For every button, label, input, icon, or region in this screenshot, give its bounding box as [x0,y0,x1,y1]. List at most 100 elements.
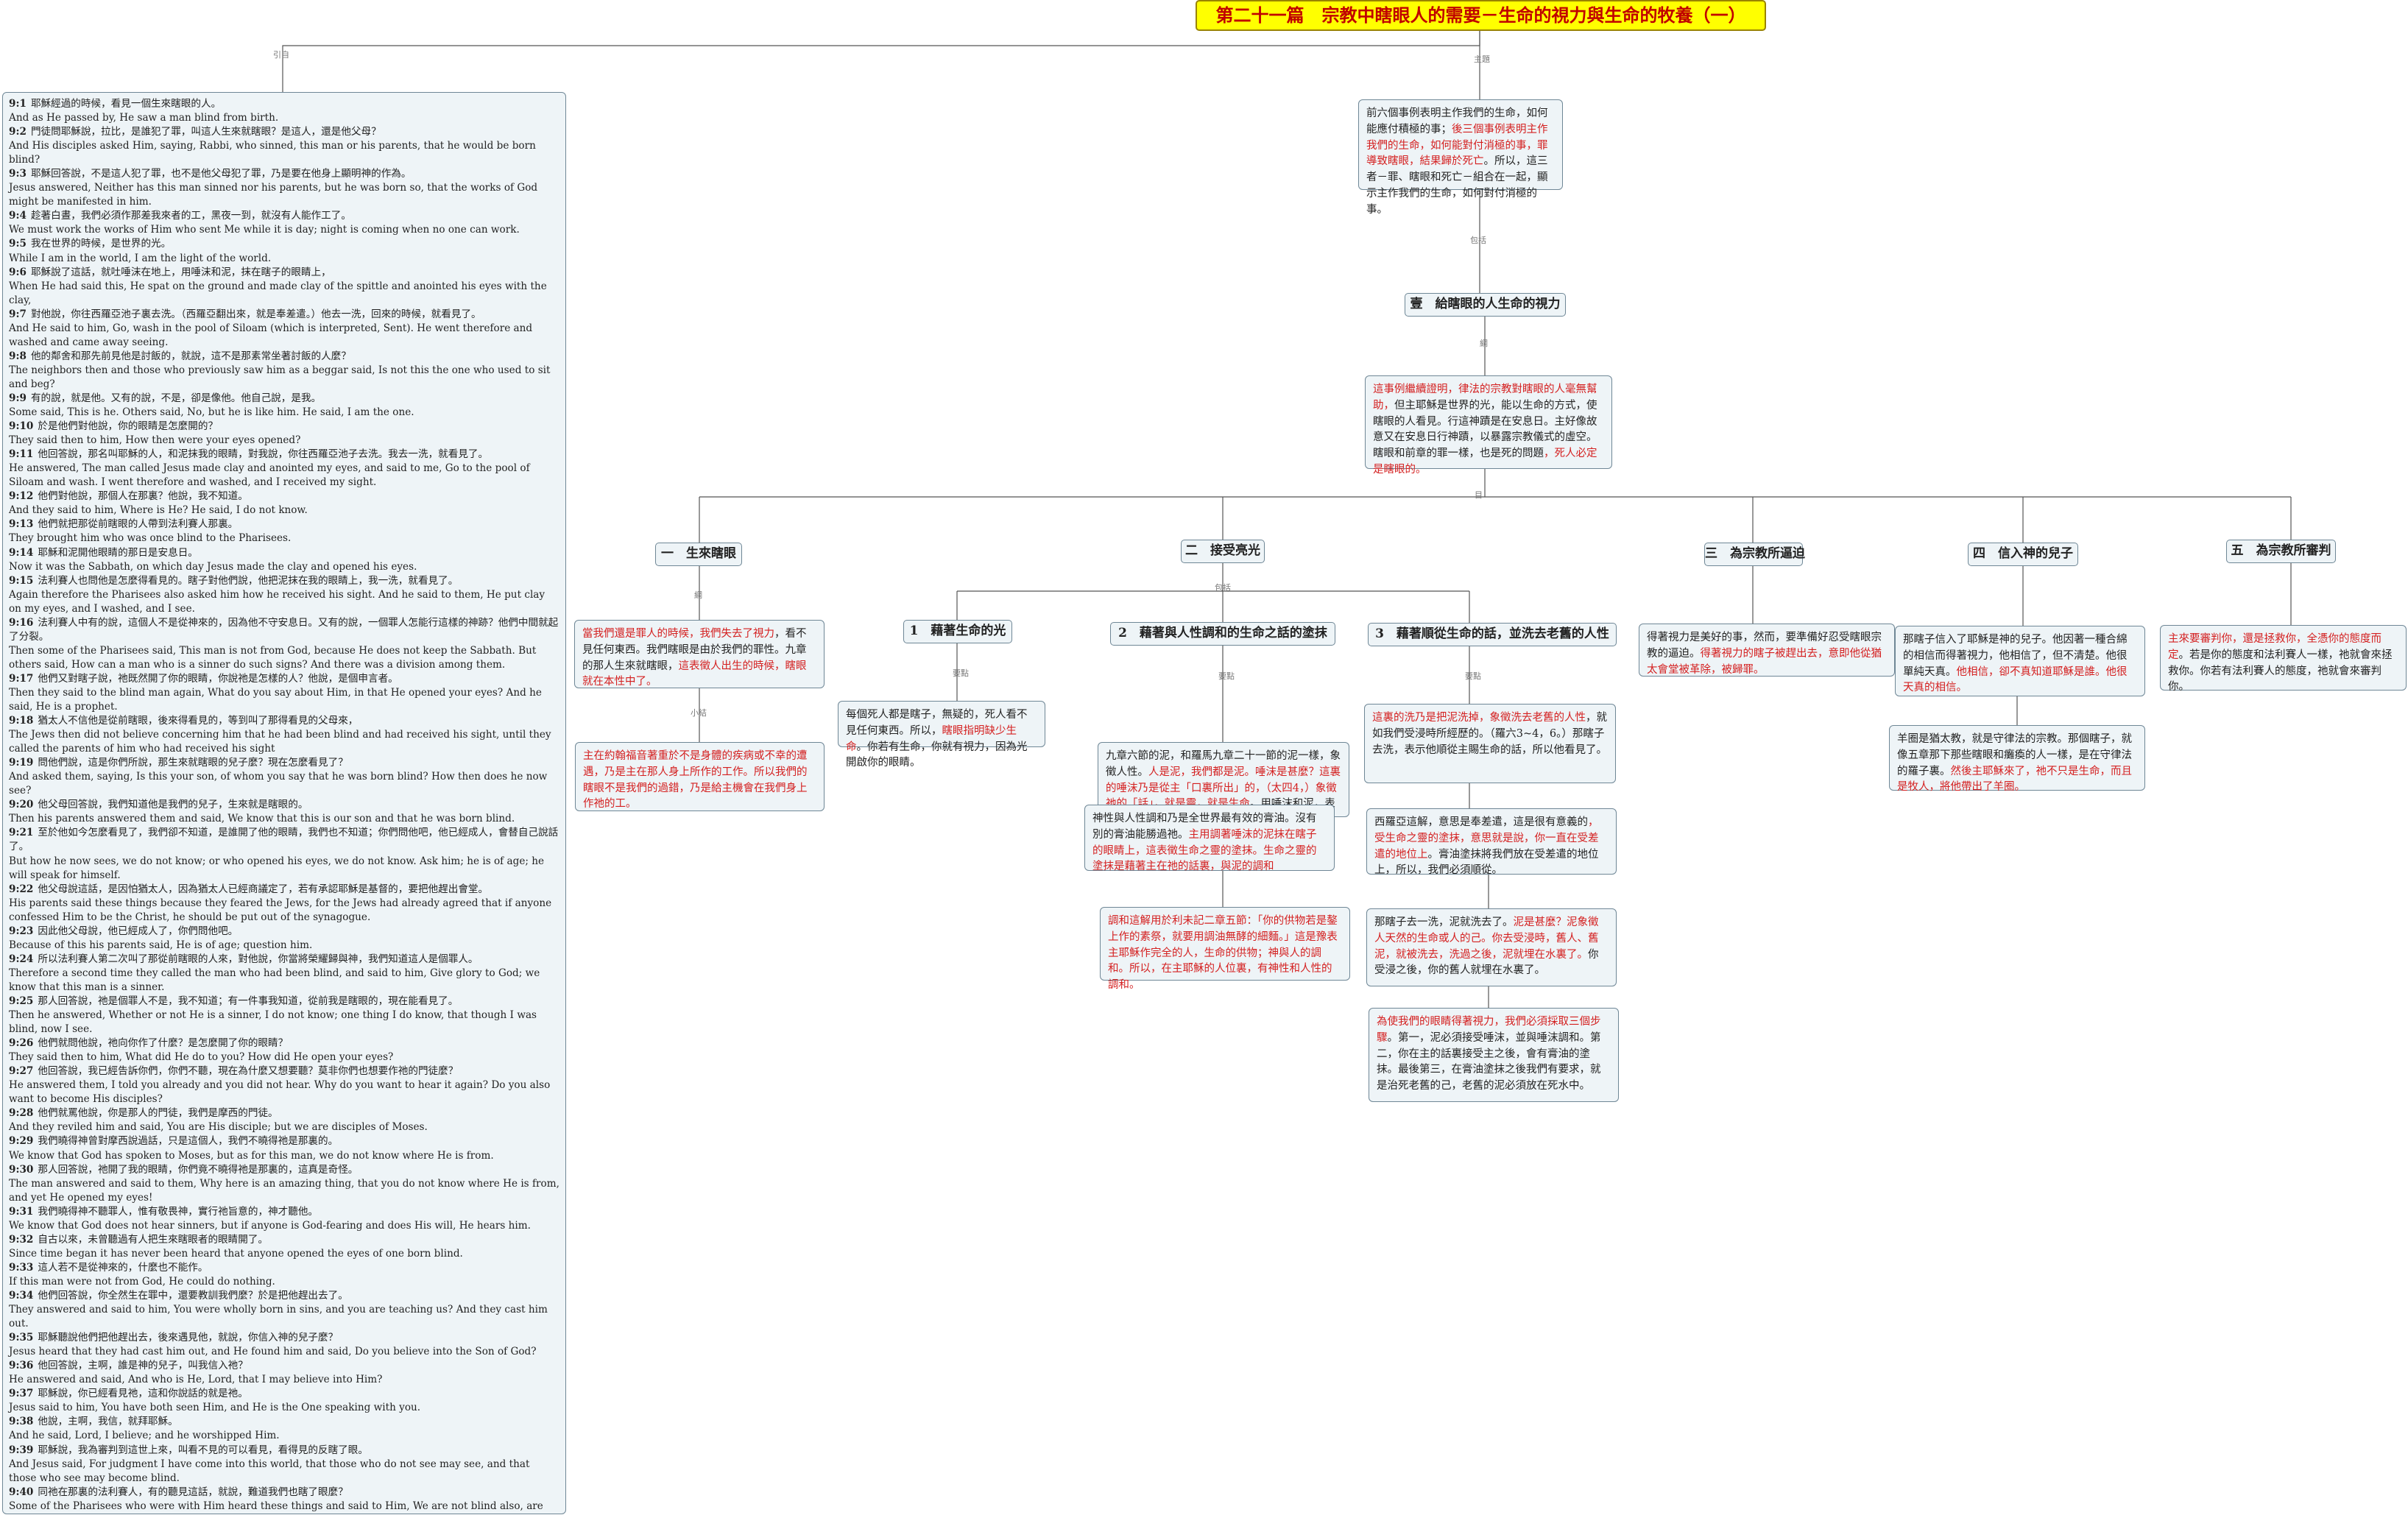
page-title[interactable]: 第二十一篇 宗教中瞎眼人的需要－生命的視力與生命的牧養（一） [1196,0,1766,31]
anointing-note-ointment[interactable]: 神性與人性調和乃是全世界最有效的膏油。沒有別的膏油能勝過祂。主用調著唾沫的泥抹在… [1084,805,1335,872]
verse-chinese: 9:37 耶穌說，你已經看見祂，這和你說話的就是祂。 [9,1387,559,1401]
born-blind-note[interactable]: 當我們還是罪人的時候，我們失去了視力，看不見任何東西。我們瞎眼是由於我們的罪性。… [574,620,825,688]
verse-english: Jesus answered, Neither has this man sin… [9,182,538,208]
note-text: 。第一，泥必須接受唾沫，並與唾沫調和。第二，你在主的話裏接受主之後，會有膏油的塗… [1377,1031,1601,1092]
verse-number: 9:36 [9,1360,34,1372]
verse-chinese-text: 耶穌說，你已經看見祂，這和你說話的就是祂。 [38,1388,248,1400]
note-highlight: 當我們還是罪人的時候，我們失去了視力 [582,628,774,640]
verse-number: 9:37 [9,1388,34,1400]
verse-english: The Jews then did not believe concerning… [9,729,551,755]
obey-wash-note-clay[interactable]: 那瞎子去一洗，泥就洗去了。泥是甚麼？泥象徵人天然的生命或人的己。你去受浸時，舊人… [1366,908,1617,986]
judged-note[interactable]: 主來要審判你，還是拯救你，全憑你的態度而定。若是你的態度和法利賽人一樣，祂就會來… [2160,625,2407,693]
verse-english: The neighbors then and those who previou… [9,364,551,390]
verse-english: When He had said this, He spat on the gr… [9,280,547,306]
note-text: 羊圈是猶太教，就是守律法的宗教。那個瞎子，就像五章那下那些瞎眼和癱瘓的人一樣，是… [1897,733,2132,777]
obey-wash-note-steps[interactable]: 為使我們的眼睛得著視力，我們必須採取三個步驟。第一，泥必須接受唾沫，並與唾沫調和… [1369,1008,1619,1102]
branch-heading-believe-son[interactable]: 四 信入神的兒子 [1968,543,2078,566]
note-highlight: 為使我們的眼睛得著視力，我們必須採取三個步驟 [1377,1016,1601,1044]
verse-number: 9:3 [9,168,27,180]
note-text: ，看不見任何東西。我們瞎眼是由於我們的罪性。九章的那人生來就瞎眼， [582,628,807,672]
sub-heading-obey-wash[interactable]: 3 藉著順從生命的話，並洗去老舊的人性 [1368,623,1617,646]
verse-number: 9:40 [9,1486,34,1498]
branch-label: 主題 [1474,54,1490,64]
verse-english: He answered and said, And who is He, Lor… [9,1374,383,1386]
obey-wash-note-wash[interactable]: 這裏的洗乃是把泥洗掉，象徵洗去老舊的人性，就如我們受浸時所經歷的。（羅六3~4，… [1364,704,1616,783]
verse-chinese-text: 耶穌和泥開他眼睛的那日是安息日。 [38,546,198,559]
verse-english: And asked them, saying, Is this your son… [9,771,548,797]
verse-number: 9:19 [9,757,34,769]
verse-number: 9:35 [9,1332,34,1344]
verse-english: Some said, This is he. Others said, No, … [9,406,414,419]
verse-chinese-text: 他的鄰舍和那先前見他是討飯的，就說，這不是那素常坐著討飯的人麼？ [30,350,351,362]
verse-english: If this man were not from God, He could … [9,1275,275,1288]
branch-heading-born-blind[interactable]: 一 生來瞎眼 [655,543,742,566]
obey-wash-note-siloam[interactable]: 西羅亞這解，意思是奉差遣，這是很有意義的，受生命之靈的塗抹，意思就是說，你一直在… [1366,808,1617,876]
note-text: 。若是你的態度和法利賽人一樣，祂就會來拯救你。你若有法利賽人的態度，祂就會來審判… [2168,649,2393,693]
verse-chinese-text: 他父母回答說，我們知道他是我們的兒子，生來就是瞎眼的。 [38,799,308,811]
verse-chinese-text: 耶穌說，我為審判到這世上來，叫看不見的可以看見，看得見的反瞎了眼。 [38,1444,368,1456]
note-text: 。你若有生命，你就有視力，因為光開啟你的眼睛。 [846,741,1028,769]
verse-number: 9:18 [9,715,34,727]
verse-chinese-text: 同祂在那裏的法利賽人，有的聽見這話，就說，難道我們也瞎了眼麼？ [38,1486,348,1498]
summary-highlight: ，死人必定是瞎眼的。 [1373,448,1597,476]
verse-english: And he said, Lord, I believe; and he wor… [9,1430,280,1442]
note-text: 那瞎子去一洗，泥就洗去了。 [1374,917,1514,928]
section-1-summary[interactable]: 這事例繼續證明，律法的宗教對瞎眼的人毫無幫助，但主耶穌是世界的光，能以生命的方式… [1365,375,1612,476]
note-text: 神性與人性調和乃是全世界最有效的膏油。沒有別的膏油能勝過祂。 [1092,813,1317,841]
section-1-heading[interactable]: 壹 給瞎眼的人生命的視力 [1405,293,1566,317]
verse-number: 9:33 [9,1261,34,1274]
verse-number: 9:34 [9,1289,34,1302]
anointing-note-mingling[interactable]: 調和這解用於利未記二章五節：「你的供物若是鏊上作的素祭，就要用調油無酵的細麵。」… [1100,907,1350,991]
verse-chinese-text: 猶太人不信他是從前瞎眼，後來得看見的，等到叫了那得看見的父母來， [38,715,359,727]
intro-text: 。所以，這三者－罪、瞎眼和死亡－組合在一起，顯示主作我們的生命，如何對付消極的事… [1366,155,1548,216]
verse-chinese-text: 耶穌經過的時候，看見一個生來瞎眼的人。 [30,98,222,110]
light-of-life-note[interactable]: 每個死人都是瞎子，無疑的，死人看不見任何東西。所以，瞎眼指明缺少生命。你若有生命… [838,701,1045,769]
note-highlight: 主來要審判你，還是拯救你，全憑你的態度而定 [2168,633,2381,661]
verse-number: 9:6 [9,266,27,278]
verse-english: And they said to him, Where is He? He sa… [9,504,308,517]
note-text: 那瞎子信入了耶穌是神的兒子。他因著一種合綿的相信而得著視力，他相信了，但不清楚。… [1903,634,2128,678]
born-blind-summary[interactable]: 主在約翰福音著重於不是身體的疾病或不幸的遭遇，乃是主在那人身上所作的工作。所以我… [575,742,825,811]
verse-english: Then some of the Pharisees said, This ma… [9,644,537,671]
branch-heading-persecuted[interactable]: 三 為宗教所逼迫 [1704,543,1805,566]
verse-chinese-text: 他們就把那從前瞎眼的人帶到法利賽人那裏。 [38,518,239,531]
verse-number: 9:32 [9,1233,34,1246]
note-text: 九章六節的泥，和羅馬九章二十一節的泥一樣，象徵人性。 [1106,750,1341,778]
note-text: 得著視力是美好的事，然而，要準備好忍受瞎眼宗教的逼迫。 [1647,632,1882,660]
persecuted-note[interactable]: 得著視力是美好的事，然而，要準備好忍受瞎眼宗教的逼迫。得著視力的瞎子被趕出去，意… [1639,624,1895,677]
believe-son-note[interactable]: 那瞎子信入了耶穌是神的兒子。他因著一種合綿的相信而得著視力，他相信了，但不清楚。… [1895,626,2145,696]
believe-son-shepherd-note[interactable]: 羊圈是猶太教，就是守律法的宗教。那個瞎子，就像五章那下那些瞎眼和癱瘓的人一樣，是… [1889,725,2145,793]
sub-heading-anointing[interactable]: 2 藉著與人性調和的生命之話的塗抹 [1110,622,1335,646]
verse-english: They brought him who was once blind to t… [9,532,292,545]
intro-node[interactable]: 前六個事例表明主作我們的生命，如何能應付積極的事；後三個事例表明主作我們的生命，… [1358,99,1563,216]
verse-chinese-text: 那人回答說，祂開了我的眼睛，你們竟不曉得祂是那裏的，這真是奇怪。 [38,1163,359,1176]
verse-english: He answered, The man called Jesus made c… [9,462,530,489]
verse-number: 9:14 [9,546,34,559]
verse-number: 9:17 [9,672,34,685]
verse-number: 9:15 [9,574,34,587]
verse-chinese-text: 於是他們對他說，你的眼睛是怎麼開的？ [38,420,219,433]
verse-english: Some of the Pharisees who were with Him … [9,1500,543,1512]
verse-number: 9:20 [9,799,34,811]
sub-heading-light-of-life[interactable]: 1 藉著生命的光 [903,620,1012,643]
verse-number: 9:13 [9,518,34,531]
branch-label: 要點 [1465,671,1481,681]
verse-chinese-text: 他們回答說，你全然生在罪中，還要教訓我們麼？於是把他趕出去了。 [38,1289,348,1302]
branch-heading-receive-light[interactable]: 二 接受亮光 [1181,540,1265,563]
branch-heading-judged[interactable]: 五 為宗教所審判 [2226,540,2336,563]
verse-english: His parents said these things because th… [9,897,552,923]
